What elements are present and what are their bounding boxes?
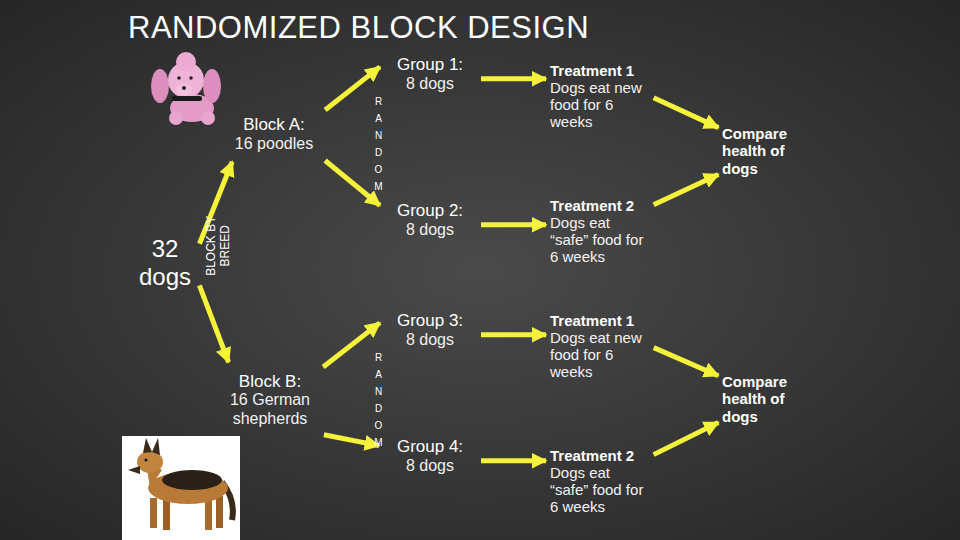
node-body: 16 poodles bbox=[235, 135, 313, 153]
poodle-eye bbox=[189, 76, 193, 80]
treatment-node: Treatment 1Dogs eat new food for 6 weeks bbox=[550, 305, 650, 387]
node-body: 8 dogs bbox=[406, 221, 454, 239]
arrow-connector bbox=[654, 348, 719, 376]
node-heading: Group 4: bbox=[397, 437, 463, 457]
treatment-node: Treatment 2Dogs eat “safe” food for 6 we… bbox=[550, 190, 650, 272]
node-heading: Block A: bbox=[243, 115, 304, 135]
node-heading: Treatment 2 bbox=[550, 447, 634, 464]
group-node: Group 1:8 dogs bbox=[383, 50, 477, 98]
compare-node: Compare health of dogs bbox=[722, 120, 806, 182]
dog-saddle bbox=[162, 470, 222, 490]
block-node: Block A:16 poodles bbox=[226, 110, 322, 158]
node-heading: Block B: bbox=[239, 372, 301, 392]
node-body: Dogs eat new food for 6 weeks bbox=[550, 79, 650, 131]
block-node: Block B:16 German shepherds bbox=[220, 366, 320, 434]
arrow-connector bbox=[654, 422, 719, 454]
vertical-label: RANDOM bbox=[373, 352, 387, 454]
poodle-ear bbox=[151, 69, 169, 103]
poodle-ear bbox=[203, 69, 221, 103]
arrow-connector bbox=[481, 458, 546, 463]
poodle-illustration bbox=[151, 52, 221, 125]
poodle-paw bbox=[201, 111, 215, 125]
poodle-muzzle bbox=[176, 84, 192, 96]
poodle-eye bbox=[177, 76, 181, 80]
arrow-connector bbox=[323, 323, 380, 367]
poodle-nose bbox=[182, 86, 186, 90]
population-node: 32 dogs bbox=[132, 232, 198, 294]
shepherd-illustration bbox=[122, 436, 240, 540]
photo-background bbox=[122, 436, 240, 540]
arrow-connector bbox=[481, 222, 546, 227]
group-node: Group 3:8 dogs bbox=[383, 306, 477, 354]
node-body: 16 German shepherds bbox=[220, 391, 320, 428]
node-heading: Compare health of dogs bbox=[722, 125, 806, 177]
vertical-label: RANDOM bbox=[373, 96, 387, 198]
node-body: Dogs eat “safe” food for 6 weeks bbox=[550, 464, 650, 516]
group-node: Group 2:8 dogs bbox=[383, 196, 477, 244]
arrow-connector bbox=[654, 98, 719, 128]
node-heading: Group 1: bbox=[397, 55, 463, 75]
node-body: 8 dogs bbox=[406, 75, 454, 93]
dog-eye bbox=[145, 459, 148, 462]
group-node: Group 4:8 dogs bbox=[383, 432, 477, 480]
node-heading: 32 dogs bbox=[132, 235, 198, 290]
dog-muzzle bbox=[128, 466, 140, 474]
arrow-connector bbox=[654, 174, 719, 204]
node-heading: Compare health of dogs bbox=[722, 373, 806, 425]
dog-ear bbox=[143, 438, 152, 453]
diagram-title: RANDOMIZED BLOCK DESIGN bbox=[128, 10, 589, 46]
arrow-connector bbox=[325, 67, 380, 110]
node-body: 8 dogs bbox=[406, 457, 454, 475]
arrow-connector bbox=[199, 285, 228, 362]
dog-leg bbox=[216, 496, 223, 528]
node-heading: Group 2: bbox=[397, 201, 463, 221]
compare-node: Compare health of dogs bbox=[722, 368, 806, 430]
node-heading: Group 3: bbox=[397, 311, 463, 331]
poodle-collar bbox=[172, 96, 202, 101]
dog-leg bbox=[205, 498, 212, 530]
dog-ear bbox=[152, 438, 160, 455]
node-heading: Treatment 1 bbox=[550, 62, 634, 79]
poodle-paw bbox=[169, 111, 183, 125]
node-body: 8 dogs bbox=[406, 331, 454, 349]
dog-leg bbox=[163, 500, 170, 530]
arrow-connector bbox=[481, 76, 546, 81]
node-heading: Treatment 1 bbox=[550, 312, 634, 329]
treatment-node: Treatment 1Dogs eat new food for 6 weeks bbox=[550, 55, 650, 137]
arrow-connector bbox=[481, 332, 546, 337]
node-heading: Treatment 2 bbox=[550, 197, 634, 214]
arrow-connector bbox=[325, 161, 380, 206]
treatment-node: Treatment 2Dogs eat “safe” food for 6 we… bbox=[550, 440, 650, 522]
dog-leg bbox=[150, 498, 157, 528]
poodle-topknot bbox=[176, 52, 196, 72]
node-body: Dogs eat new food for 6 weeks bbox=[550, 329, 650, 381]
node-body: Dogs eat “safe” food for 6 weeks bbox=[550, 214, 650, 266]
arrow-connector bbox=[324, 435, 379, 446]
rotated-label: BLOCK BY BREED bbox=[205, 211, 233, 281]
